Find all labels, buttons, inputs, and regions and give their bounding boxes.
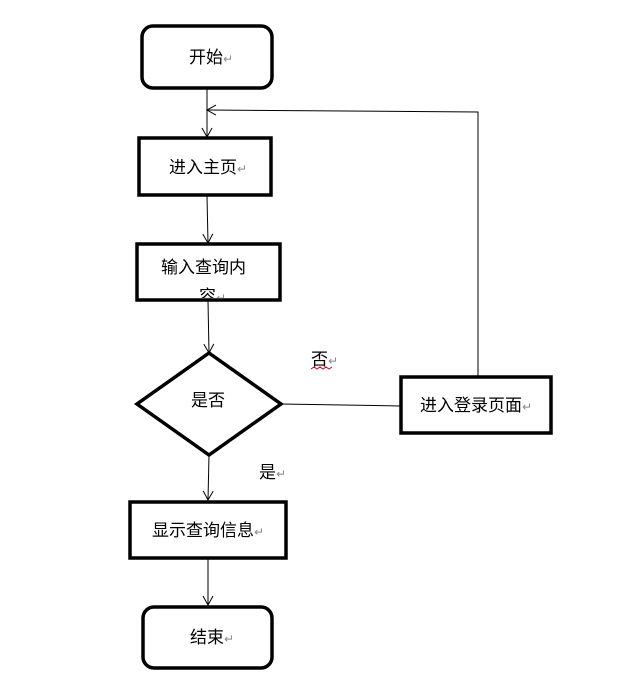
svg-text:进入登录页面↵: 进入登录页面↵ <box>420 396 532 416</box>
paragraph-mark-icon: ↵ <box>276 467 286 481</box>
svg-text:输入查询内: 输入查询内 <box>161 258 246 278</box>
end-node <box>141 605 274 670</box>
show-info-node <box>128 500 288 560</box>
paragraph-mark-icon: ↵ <box>216 291 226 305</box>
start-node <box>140 24 274 90</box>
edge-home-to-input <box>202 195 214 245</box>
decision-label: 是否 <box>191 391 225 411</box>
decision-node <box>133 350 285 458</box>
start-label: 开始 <box>189 48 223 68</box>
login-page-node <box>399 375 553 435</box>
svg-text:是↵: 是↵ <box>259 463 286 483</box>
yes-label: 是 <box>259 463 276 483</box>
svg-text:开始↵: 开始↵ <box>189 48 233 68</box>
svg-text:结束↵: 结束↵ <box>190 628 234 648</box>
svg-text:否↵: 否↵ <box>311 350 338 370</box>
enter-home-label: 进入主页 <box>169 158 237 178</box>
paragraph-mark-icon: ↵ <box>223 52 233 66</box>
paragraph-mark-icon: ↵ <box>237 162 247 176</box>
svg-text:容↵: 容↵ <box>199 287 226 307</box>
enter-home-node <box>137 136 273 197</box>
login-page-label: 进入登录页面 <box>420 396 522 416</box>
input-query-label-line2: 容 <box>199 287 216 307</box>
edge-input-to-decision <box>203 300 215 355</box>
no-label: 否 <box>311 350 328 370</box>
spellcheck-underline <box>310 366 333 370</box>
edge-decision-to-show <box>202 454 214 502</box>
input-query-label-line1: 输入查询内 <box>161 258 246 278</box>
svg-text:是否: 是否 <box>191 391 225 411</box>
paragraph-mark-icon: ↵ <box>328 354 338 368</box>
show-info-label: 显示查询信息 <box>152 521 254 541</box>
edges <box>201 89 479 607</box>
svg-text:进入主页↵: 进入主页↵ <box>169 158 247 178</box>
end-label: 结束 <box>190 628 224 648</box>
edge-login-back-to-home <box>205 104 479 376</box>
paragraph-mark-icon: ↵ <box>224 632 234 646</box>
svg-text:显示查询信息↵: 显示查询信息↵ <box>152 521 264 541</box>
paragraph-mark-icon: ↵ <box>254 525 264 539</box>
edge-decision-to-login <box>280 403 402 407</box>
paragraph-mark-icon: ↵ <box>522 400 532 414</box>
input-query-node <box>135 242 282 302</box>
